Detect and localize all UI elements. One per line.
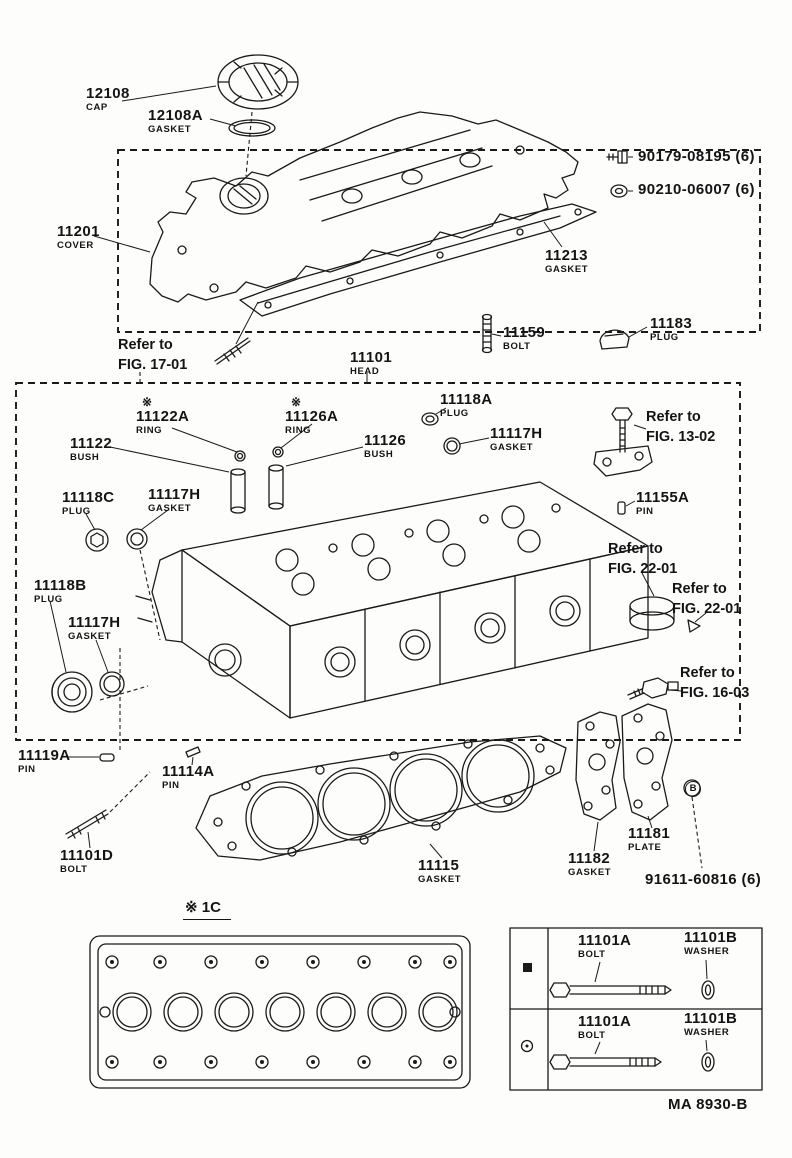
cup-plug-fig22-drawing bbox=[629, 596, 701, 633]
gasket-11117h-mid-drawing bbox=[126, 528, 148, 550]
valve-cover-drawing bbox=[149, 111, 579, 303]
part-label-11122: 11122 BUSH bbox=[70, 435, 113, 463]
part-label-11118b: 11118B PLUG bbox=[34, 577, 87, 605]
plug-11183-drawing bbox=[599, 329, 630, 350]
part-label-11213: 11213 GASKET bbox=[545, 247, 589, 275]
table-row2-bolt-label: 11101A BOLT bbox=[578, 1013, 632, 1041]
valve-guides-drawing bbox=[230, 464, 284, 514]
pin-11119a-drawing bbox=[99, 753, 115, 762]
end-plate-11181-drawing bbox=[621, 703, 701, 821]
sensor-fig16-drawing bbox=[627, 677, 679, 700]
part-label-11182: 11182 GASKET bbox=[568, 850, 612, 878]
head-bolt-row1-drawing bbox=[549, 980, 715, 1000]
part-label-91611: 91611-60816 (6) bbox=[645, 871, 762, 888]
dashed-leaders bbox=[99, 111, 703, 869]
part-label-11155a: 11155A PIN bbox=[636, 489, 690, 517]
cover-gasket-drawing bbox=[239, 203, 597, 317]
head-bolt-row2-drawing bbox=[549, 1052, 715, 1072]
head-gasket-drawing bbox=[195, 735, 567, 861]
row-marker-square-icon bbox=[523, 963, 532, 972]
pin-11114a-drawing bbox=[185, 746, 201, 758]
part-label-11119a: 11119A PIN bbox=[18, 747, 71, 775]
part-label-11118c: 11118C PLUG bbox=[62, 489, 115, 517]
part-label-90210: 90210-06007 (6) bbox=[638, 181, 755, 198]
part-label-11114a: 11114A PIN bbox=[162, 763, 215, 791]
bolt-11159-drawing bbox=[481, 313, 493, 354]
part-label-11101: 11101 HEAD bbox=[350, 349, 393, 377]
head-bottom-view-drawing bbox=[89, 935, 471, 1089]
table-row1-bolt-label: 11101A BOLT bbox=[578, 932, 632, 960]
cap-gasket-drawing bbox=[228, 119, 276, 137]
cover-dashed-box bbox=[117, 149, 761, 333]
part-label-11101d: 11101D BOLT bbox=[60, 847, 114, 875]
part-label-11201: 11201 COVER bbox=[57, 223, 100, 251]
part-label-12108: 12108 CAP bbox=[86, 85, 130, 113]
plug-11118a-drawing bbox=[421, 412, 439, 426]
page-code: MA 8930-B bbox=[668, 1096, 748, 1113]
stud-bolt-fig17-drawing bbox=[214, 337, 251, 365]
part-label-11118a: 11118A PLUG bbox=[440, 391, 493, 419]
cover-seal-icon bbox=[610, 184, 628, 198]
part-label-11117h-bottom: 11117H GASKET bbox=[68, 614, 121, 642]
stud-11101d-drawing bbox=[65, 809, 109, 839]
row-marker-circle-icon bbox=[520, 1039, 534, 1053]
plug-11118b-drawing bbox=[51, 671, 93, 713]
cylinder-head-drawing bbox=[135, 481, 649, 719]
leader-lines bbox=[49, 85, 708, 1055]
part-label-11115: 11115 GASKET bbox=[418, 857, 462, 885]
end-gasket-11182-drawing bbox=[575, 711, 621, 821]
bolt-table-frame bbox=[509, 927, 763, 1091]
part-label-12108a: 12108A GASKET bbox=[148, 107, 203, 135]
plug-11118c-drawing bbox=[85, 528, 109, 552]
part-label-11181: 11181 PLATE bbox=[628, 825, 671, 853]
valve-rings-drawing bbox=[234, 446, 284, 462]
table-row2-washer-label: 11101B WASHER bbox=[684, 1010, 738, 1038]
part-label-11117h-mid: 11117H GASKET bbox=[148, 486, 201, 514]
section-note-1c: ※ 1C bbox=[183, 898, 231, 920]
camcap-fig13-drawing bbox=[593, 407, 653, 477]
part-label-11183: 11183 PLUG bbox=[650, 315, 693, 343]
part-label-11122a: ※ 11122A RING bbox=[136, 395, 190, 436]
gasket-11117h-top-drawing bbox=[443, 437, 461, 455]
part-label-11117h-top: 11117H GASKET bbox=[490, 425, 543, 453]
circled-b-marker: B bbox=[685, 781, 701, 797]
oil-cap-drawing bbox=[217, 54, 299, 110]
pin-11155a-drawing bbox=[617, 501, 626, 515]
part-label-11126a: ※ 11126A RING bbox=[285, 395, 339, 436]
part-label-90179: 90179-08195 (6) bbox=[638, 148, 755, 165]
table-row1-washer-label: 11101B WASHER bbox=[684, 929, 738, 957]
part-label-11159: 11159 BOLT bbox=[503, 324, 546, 352]
part-label-11126: 11126 BUSH bbox=[364, 432, 407, 460]
head-dashed-box bbox=[15, 382, 741, 741]
cover-bolt-icon bbox=[606, 150, 628, 164]
